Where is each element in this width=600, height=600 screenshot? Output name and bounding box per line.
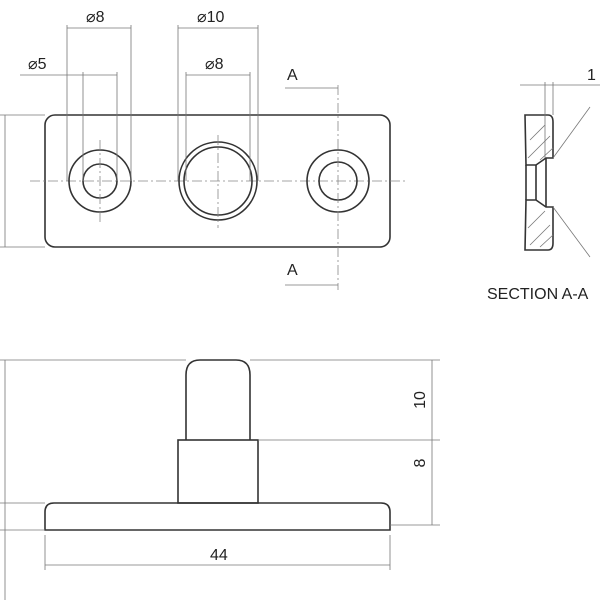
dim-inner-left: ⌀5 (28, 56, 47, 73)
top-view: ⌀8 ⌀10 ⌀5 ⌀8 A A (0, 9, 405, 290)
dim-outer-center: ⌀10 (197, 9, 225, 26)
section-title: SECTION A-A (487, 286, 589, 303)
pin (185, 359, 251, 440)
dim-inner-center: ⌀8 (205, 56, 224, 73)
dim-width: 44 (210, 547, 228, 564)
stem (177, 439, 259, 504)
base-plate (44, 502, 391, 531)
dim-outer-left: ⌀8 (86, 9, 105, 26)
dim-stem-height: 8 (412, 458, 429, 467)
section-view: 1 SECTION A-A (487, 67, 600, 303)
section-mark-bottom: A (287, 262, 298, 279)
section-mark-top: A (287, 67, 298, 84)
dim-thickness: 1 (587, 67, 596, 84)
hole-center (178, 135, 258, 228)
dim-pin-height: 10 (412, 391, 429, 409)
side-view: 10 8 44 (0, 359, 440, 600)
